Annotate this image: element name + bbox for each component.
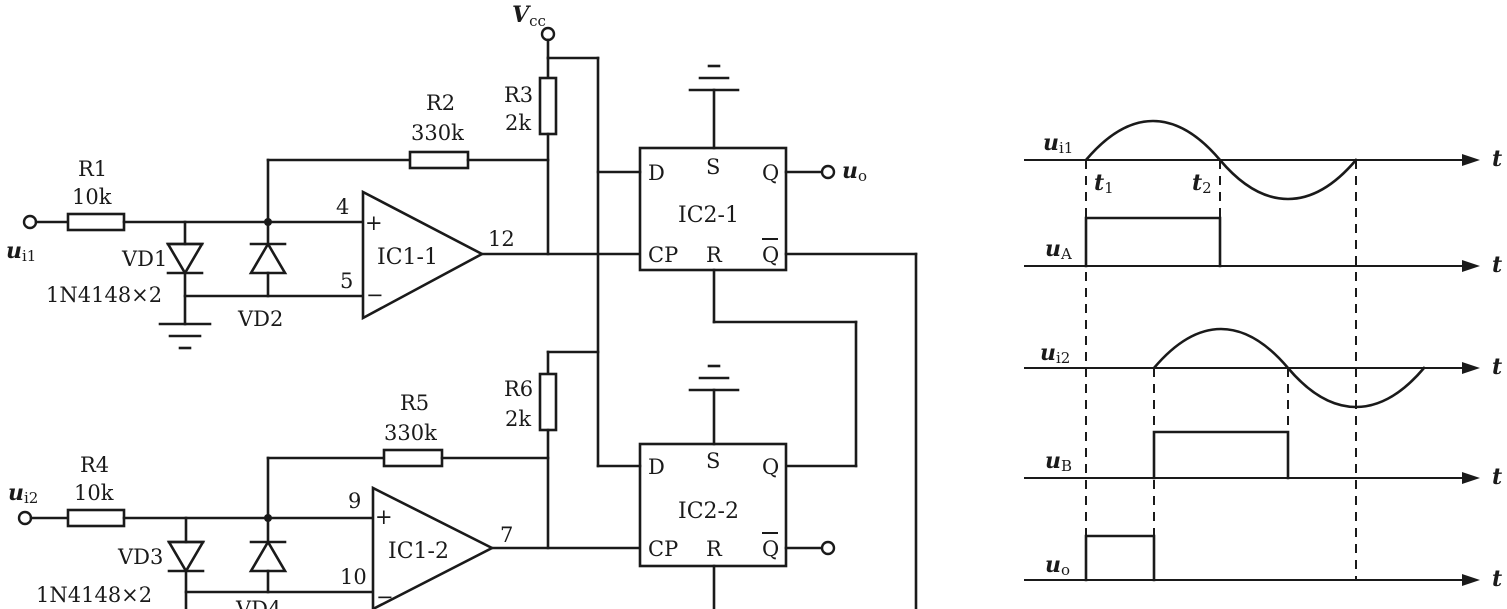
svg-text:10: 10 [340, 565, 367, 589]
resistor-r5: R5 330k [382, 391, 444, 468]
svg-text:R6: R6 [504, 377, 533, 401]
svg-text:10k: 10k [72, 185, 112, 209]
svg-text:D: D [648, 161, 665, 185]
axis-uo: uo t [1024, 552, 1502, 592]
part-number-top: 1N4148×2 [46, 283, 162, 307]
svg-text:t: t [1492, 354, 1502, 380]
ground-symbol-top [158, 322, 212, 350]
svg-text:VD1: VD1 [121, 247, 167, 271]
svg-text:S: S [706, 449, 720, 473]
comparator-ic1-2: IC1-2 + − 9 10 7 [340, 485, 513, 609]
resistor-r3: R3 2k [504, 56, 558, 256]
svg-text:R5: R5 [400, 391, 429, 415]
svg-text:10k: 10k [74, 481, 114, 505]
axis-ui1: ui1 t [1024, 130, 1502, 172]
svg-text:R2: R2 [426, 91, 455, 115]
input-terminal-ui2: ui2 [8, 480, 38, 526]
svg-text:330k: 330k [384, 421, 437, 445]
svg-text:+: + [365, 211, 383, 235]
resistor-r2: R2 330k [408, 91, 470, 170]
resistor-r1: R1 10k [66, 157, 126, 232]
uo-label: uo [842, 158, 867, 185]
flipflop-ic2-2: D S Q IC2-2 CP R Q [638, 442, 788, 568]
svg-text:12: 12 [488, 227, 515, 251]
axis-ui2: ui2 t [1024, 340, 1502, 380]
svg-text:7: 7 [500, 523, 513, 547]
ground-symbol-ic2-2 [688, 364, 740, 392]
svg-text:4: 4 [336, 195, 349, 219]
resistor-r4: R4 10k [66, 453, 126, 528]
svg-text:330k: 330k [411, 121, 464, 145]
svg-text:+: + [375, 505, 393, 529]
svg-text:R: R [706, 243, 723, 267]
svg-text:VD2: VD2 [237, 307, 283, 331]
svg-text:R: R [706, 537, 723, 561]
row-label-uo: uo [1045, 552, 1070, 579]
qbar-terminal-ic2-2 [820, 540, 836, 556]
svg-text:R3: R3 [504, 83, 533, 107]
svg-text:−: − [366, 283, 384, 307]
flipflop-ic2-1: D S Q IC2-1 CP R Q [638, 146, 788, 272]
waveform-uo [1084, 534, 1156, 582]
svg-text:VD4: VD4 [235, 597, 281, 609]
waveform-ua [1084, 216, 1222, 268]
svg-text:IC1-2: IC1-2 [388, 539, 449, 564]
ground-symbol-ic2-1 [688, 64, 740, 92]
vcc-terminal: Vcc [512, 2, 600, 60]
timing-diagram: ui1 t uA t ui2 t uB t uo t t1 [1024, 119, 1502, 592]
svg-text:VD3: VD3 [117, 545, 163, 569]
svg-text:D: D [648, 455, 665, 479]
row-label-ui2: ui2 [1040, 340, 1070, 367]
svg-text:t: t [1492, 252, 1502, 278]
output-terminal-uo: uo [820, 158, 867, 185]
waveform-ub [1152, 430, 1290, 480]
input-terminal-ui1: ui1 [6, 214, 38, 265]
svg-text:CP: CP [648, 537, 678, 561]
svg-text:CP: CP [648, 243, 678, 267]
vcc-label: Vcc [512, 2, 546, 30]
svg-text:R1: R1 [78, 157, 107, 181]
diode-vd1: VD1 [121, 220, 205, 326]
part-number-bottom: 1N4148×2 [36, 583, 152, 607]
comparator-ic1-1: IC1-1 + − 4 5 12 [336, 189, 515, 321]
svg-text:S: S [706, 155, 720, 179]
diode-vd2: VD2 [237, 218, 288, 331]
svg-text:2k: 2k [505, 111, 531, 135]
t1-label: t1 [1094, 170, 1114, 197]
svg-text:−: − [376, 585, 394, 609]
svg-text:IC2-1: IC2-1 [678, 203, 739, 228]
svg-text:IC1-1: IC1-1 [377, 245, 438, 270]
svg-text:Q: Q [762, 455, 779, 479]
ui2-label: ui2 [8, 480, 38, 507]
ui1-label: ui1 [6, 238, 36, 265]
svg-text:Q: Q [762, 243, 779, 267]
diode-vd4: VD4 [235, 514, 288, 609]
svg-text:2k: 2k [505, 407, 531, 431]
svg-text:t: t [1492, 146, 1502, 172]
svg-text:t: t [1492, 464, 1502, 490]
row-label-ua: uA [1045, 236, 1072, 263]
svg-text:9: 9 [348, 489, 361, 513]
axis-ub: uB t [1024, 448, 1502, 490]
diode-vd3: VD3 [117, 516, 206, 609]
svg-text:Q: Q [762, 161, 779, 185]
resistor-r6: R6 2k [504, 350, 558, 550]
row-label-ui1: ui1 [1043, 130, 1073, 157]
svg-text:R4: R4 [80, 453, 109, 477]
svg-text:5: 5 [340, 269, 353, 293]
svg-text:IC2-2: IC2-2 [678, 499, 739, 524]
t2-label: t2 [1192, 170, 1212, 197]
row-label-ub: uB [1045, 448, 1072, 475]
axis-ua: uA t [1024, 236, 1502, 278]
svg-text:Q: Q [762, 537, 779, 561]
svg-text:t: t [1492, 566, 1502, 592]
